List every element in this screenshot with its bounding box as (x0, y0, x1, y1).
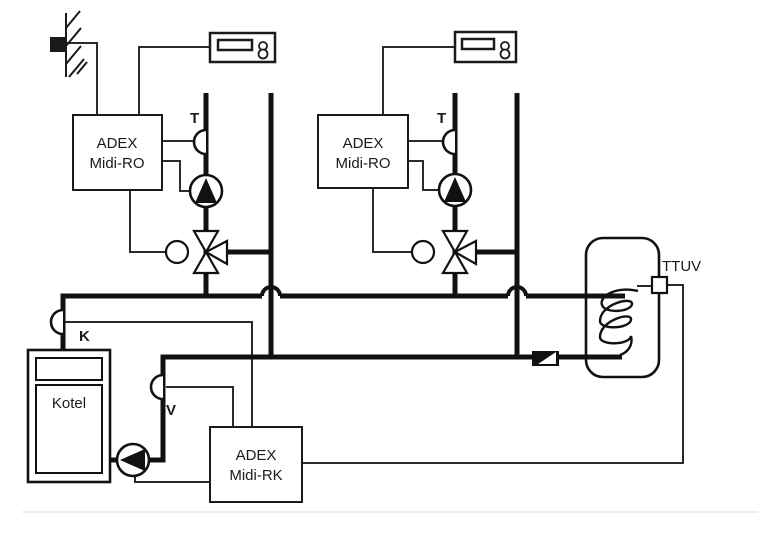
room-unit-1 (208, 31, 277, 64)
pump-circuit1 (188, 173, 224, 209)
outdoor-sensor (50, 10, 88, 78)
outdoor-sensor-icon (50, 37, 65, 52)
ro2-valve-wire (372, 188, 412, 253)
scan-artifact-line (22, 511, 758, 513)
k-sensor-icon (49, 308, 64, 336)
pipes (60, 93, 625, 463)
ro2-label-line1: ADEX (343, 135, 384, 152)
room-unit-1-wire (138, 46, 210, 115)
valve-top-triangle (441, 229, 469, 255)
pump-circuit2 (437, 172, 473, 208)
ttuv-sensor-wire (302, 284, 684, 464)
controller-adex-midi-rk (209, 426, 303, 503)
ro2-label-line2: Midi-RO (336, 155, 391, 172)
valve-bottom-triangle (441, 249, 469, 275)
boiler (26, 348, 112, 484)
return-pipe (110, 354, 622, 463)
controller-adex-midi-ro-1 (72, 114, 163, 191)
ro1-valve-wire (129, 190, 166, 253)
v-label: V (166, 402, 176, 419)
pump-direction-triangle (195, 178, 217, 203)
t2-label: T (437, 110, 446, 127)
room-unit-2-knob-icon (499, 48, 511, 60)
controller-adex-midi-ro-2 (317, 114, 409, 189)
valve-top-triangle (192, 229, 220, 255)
control-wires (64, 42, 684, 483)
ro1-label-line2: Midi-RO (90, 155, 145, 172)
boiler-front-panel (35, 384, 103, 474)
valve-right-triangle (203, 239, 229, 266)
t-sensor-1-icon (192, 128, 207, 156)
boiler-label: Kotel (52, 395, 86, 412)
tank-sensor-label: TTUV (662, 258, 701, 275)
k-sensor-wire (64, 321, 253, 427)
t1-label: T (190, 110, 199, 127)
ro1-pump-wire (162, 160, 193, 192)
tank-vessel (584, 236, 661, 379)
ro2-pump-wire (408, 160, 442, 191)
rk-label-line1: ADEX (236, 447, 277, 464)
valve-actuator-icon (164, 239, 190, 265)
rk-label-line2: Midi-RK (229, 467, 282, 484)
check-valve (532, 351, 559, 366)
mixing-valve-2 (410, 229, 478, 275)
pump-direction-triangle (444, 177, 466, 202)
check-valve-triangle (538, 352, 556, 364)
pump-direction-triangle (120, 449, 145, 471)
boiler-supply-pipe-left (60, 293, 262, 352)
room-unit-1-knob-icon (257, 48, 269, 60)
rk-pump-wire (134, 476, 210, 483)
mixing-valve-1 (164, 229, 229, 275)
v-sensor-wire (166, 386, 234, 427)
outdoor-sensor-wire (66, 42, 98, 115)
heat-exchanger-coil-icon (598, 288, 639, 357)
pump-boiler (115, 442, 151, 478)
room-unit-2-wire (382, 46, 455, 115)
k-label: K (79, 328, 90, 345)
room-unit-2-display (460, 37, 496, 51)
room-unit-1-display (216, 38, 254, 52)
dhw-tank (584, 236, 669, 379)
valve-actuator-icon (410, 239, 436, 265)
valve-right-triangle (452, 239, 478, 266)
tank-sensor-pocket (650, 275, 669, 295)
wall-hatching (65, 10, 88, 78)
ro1-label-line1: ADEX (97, 135, 138, 152)
room-unit-2 (453, 30, 518, 64)
t-sensor-2-icon (441, 128, 456, 156)
valve-bottom-triangle (192, 249, 220, 275)
v-sensor-icon (149, 373, 164, 401)
boiler-top-panel (35, 357, 103, 381)
